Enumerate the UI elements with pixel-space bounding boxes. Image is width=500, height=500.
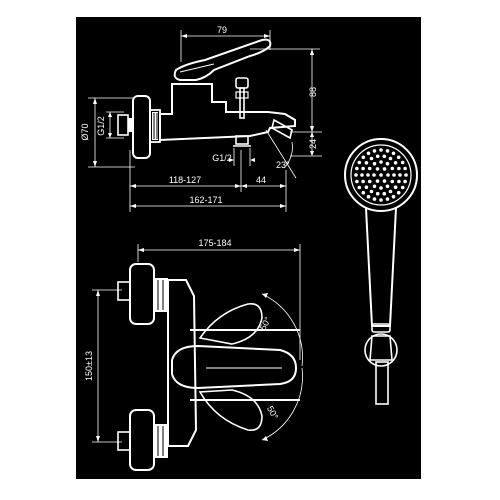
nozzle-dot	[385, 197, 390, 201]
nozzle-dot	[372, 161, 377, 166]
nozzle-dot	[354, 173, 358, 177]
nozzle-dot	[361, 155, 366, 160]
nozzle-dot	[379, 198, 383, 202]
nozzle-dot	[360, 173, 364, 177]
nozzle-dot	[379, 148, 383, 152]
nozzle-dot	[385, 161, 390, 166]
nozzle-dot	[382, 179, 387, 183]
nozzle-dot	[364, 185, 369, 189]
front-connector-bottom	[117, 409, 168, 471]
nozzle-dot	[393, 161, 398, 165]
dim-thread-outlet-label: G1/2	[212, 153, 232, 163]
nozzle-dot	[367, 179, 372, 184]
nozzle-dot	[375, 179, 380, 183]
nozzle-dot	[403, 166, 407, 171]
dim-span-b-label: 162-171	[189, 195, 222, 205]
dim-diameter-label: Ø70	[80, 123, 90, 140]
nozzle-dot	[372, 184, 377, 189]
nozzle-dot	[379, 173, 383, 177]
nozzle-dot	[398, 173, 402, 177]
dim-height-label: 88	[308, 87, 318, 97]
shower-head	[344, 138, 418, 212]
shower-holder	[364, 333, 398, 367]
nozzle-dot	[364, 161, 369, 165]
nozzle-dot	[388, 156, 393, 161]
nozzle-dot	[355, 166, 359, 171]
nozzle-dot	[375, 191, 380, 196]
nozzle-dot	[366, 194, 371, 199]
nozzle-dot	[386, 173, 390, 177]
nozzle-dot	[404, 173, 408, 177]
nozzle-dot	[361, 179, 365, 184]
nozzle-dot	[357, 160, 362, 165]
nozzle-dot	[390, 166, 395, 171]
dim-diameter: Ø70	[80, 97, 135, 168]
dim-offset-label: 44	[256, 175, 266, 185]
nozzle-dot	[382, 167, 387, 171]
dim-height-88: 88	[250, 48, 320, 132]
hand-shower	[344, 138, 418, 405]
nozzle-dot	[372, 149, 377, 153]
dim-width: 175-184	[137, 238, 301, 360]
shower-connector	[371, 323, 391, 333]
dim-width-label: 175-184	[198, 238, 231, 248]
dim-angle-label: 23°	[276, 160, 290, 170]
dim-centers: 150±13	[84, 289, 122, 443]
nozzle-dot	[385, 149, 390, 153]
nozzle-dot	[361, 166, 365, 171]
nozzle-dot	[391, 151, 396, 156]
shower-handle	[365, 207, 397, 327]
nozzle-dot	[393, 185, 398, 189]
dim-centers-label: 150±13	[84, 351, 94, 381]
dim-thread-left-label: G1/2	[96, 116, 106, 136]
nozzle-dot	[382, 154, 387, 159]
dim-thread-left: G1/2	[96, 111, 124, 139]
nozzle-dot	[369, 156, 374, 161]
nozzle-dot	[366, 151, 371, 156]
nozzle-dot	[392, 173, 396, 177]
nozzle-dot	[375, 154, 380, 159]
dim-outlet-24: 24	[290, 131, 322, 157]
dim-top-79: 79	[180, 25, 271, 62]
nozzle-dot	[355, 179, 359, 184]
nozzle-dot	[397, 166, 401, 171]
shower-hose-end	[375, 361, 389, 405]
nozzle-dot	[379, 186, 383, 190]
dim-outlet-label: 24	[308, 139, 318, 149]
nozzle-dot	[372, 197, 377, 201]
dim-top-label: 79	[217, 25, 227, 35]
nozzle-dot	[390, 179, 395, 184]
nozzle-dot	[367, 166, 372, 171]
dim-span-a-label: 118-127	[169, 175, 201, 185]
dim-thread-outlet: G1/2	[212, 148, 255, 166]
side-view: 79 88 24 Ø70	[80, 25, 322, 212]
nozzle-dot	[396, 190, 401, 195]
nozzle-dot	[397, 179, 401, 184]
nozzle-dot	[391, 194, 396, 199]
shower-nozzles	[354, 148, 408, 202]
nozzle-dot	[388, 189, 393, 194]
nozzle-dot	[375, 167, 380, 171]
nozzle-dot	[382, 191, 387, 196]
front-body	[167, 279, 300, 447]
nozzle-dot	[379, 160, 383, 164]
nozzle-dot	[372, 173, 376, 177]
nozzle-dot	[369, 189, 374, 194]
nozzle-dot	[403, 179, 407, 184]
nozzle-dot	[361, 190, 366, 195]
nozzle-dot	[400, 160, 405, 165]
nozzle-dot	[357, 185, 362, 190]
dim-spans: 118-127 44 162-171	[129, 150, 287, 212]
nozzle-dot	[400, 185, 405, 190]
dim-angle-23: 23°	[265, 129, 297, 179]
front-connector-top	[117, 263, 168, 325]
nozzle-dot	[385, 184, 390, 189]
side-body	[159, 38, 296, 147]
nozzle-dot	[396, 155, 401, 160]
nozzle-dot	[366, 173, 370, 177]
